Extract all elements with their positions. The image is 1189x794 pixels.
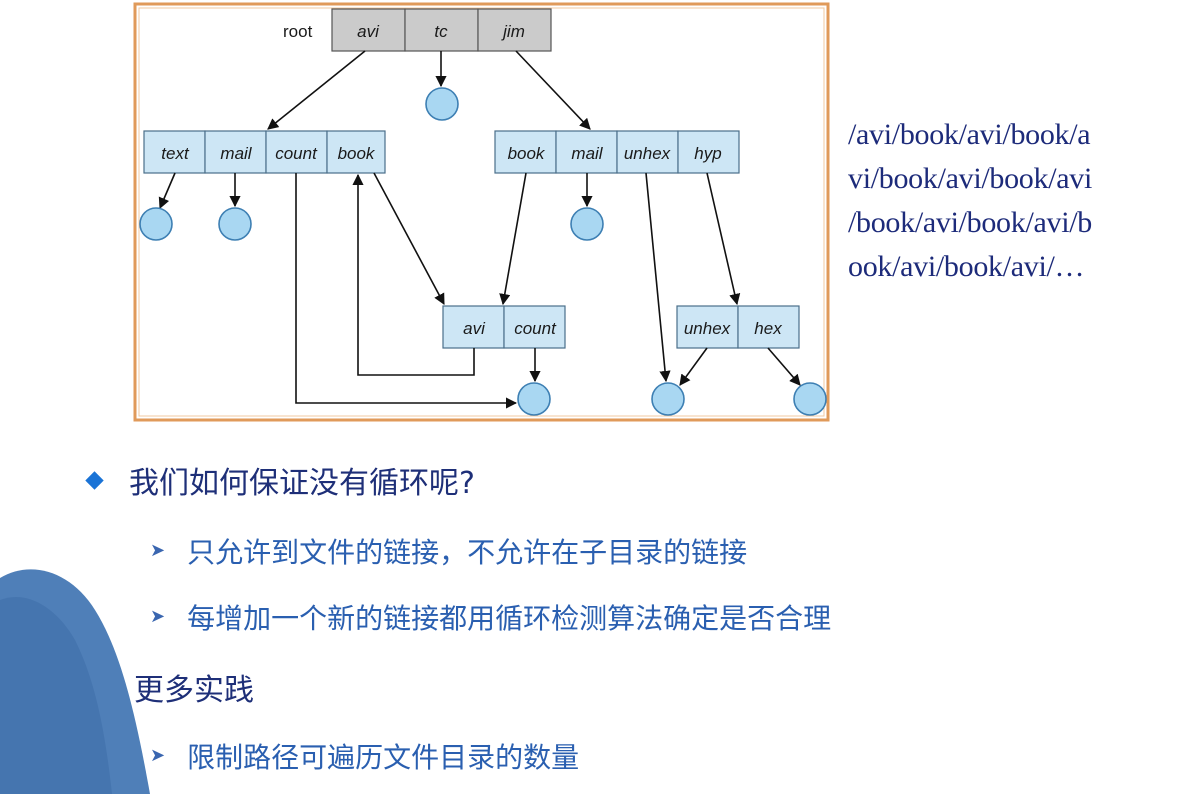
edge-count-left — [295, 173, 518, 409]
book-directory-node: avi count — [442, 305, 566, 349]
path-line: /book/avi/book/avi/b — [848, 206, 1092, 239]
heading-text: 更多实践 — [134, 673, 254, 708]
cell-label: avi — [463, 319, 486, 338]
cell-label: tc — [434, 22, 448, 41]
sub-bullet: ➤ 限制路径可遍历文件目录的数量 — [150, 736, 579, 776]
edge-jim — [515, 50, 591, 130]
edge-hex — [767, 347, 801, 386]
cell-label: mail — [571, 144, 603, 163]
edge-text — [158, 172, 176, 210]
file-leaf-node — [139, 207, 173, 241]
cell-label: unhex — [624, 144, 671, 163]
edge-avi — [267, 50, 366, 130]
path-line: vi/book/avi/book/avi — [848, 162, 1092, 195]
file-leaf-node — [651, 382, 685, 416]
sub-bullet: ➤ 每增加一个新的链接都用循环检测算法确定是否合理 — [150, 597, 831, 637]
root-label: root — [283, 22, 313, 41]
bullet-question: 我们如何保证没有循环呢? — [85, 458, 475, 502]
chevron-right-icon: ➤ — [150, 540, 166, 561]
bullet-text: 限制路径可遍历文件目录的数量 — [187, 741, 580, 774]
cell-label: mail — [220, 144, 252, 163]
edge-hyp — [706, 172, 741, 306]
edge-book-left — [373, 172, 445, 305]
hyp-directory-node: unhex hex — [676, 305, 800, 349]
chevron-right-icon: ➤ — [150, 606, 166, 627]
presenter-video-overlay — [0, 569, 150, 794]
cell-label: hyp — [694, 144, 721, 163]
cell-label: count — [514, 319, 557, 338]
cell-label: text — [161, 144, 190, 163]
edge-unhex-hyp — [679, 347, 708, 386]
diagram-frame — [133, 2, 830, 422]
cell-label: avi — [357, 22, 380, 41]
file-leaf-node — [218, 207, 252, 241]
avi-directory-node: text mail count book — [143, 130, 386, 174]
file-leaf-node — [425, 87, 459, 121]
cell-label: count — [275, 144, 318, 163]
edge-avi-back-to-book — [352, 173, 475, 376]
section-heading: 更多实践 — [134, 665, 254, 709]
bullet-text: 每增加一个新的链接都用循环检测算法确定是否合理 — [187, 602, 832, 635]
path-line: ook/avi/book/avi/… — [848, 250, 1085, 283]
cell-label: hex — [754, 319, 782, 338]
cell-label: unhex — [684, 319, 731, 338]
file-leaf-node — [793, 382, 827, 416]
directory-graph-diagram: root avi tc jim text mail count book boo… — [133, 2, 830, 422]
chevron-right-icon: ➤ — [150, 745, 166, 766]
cell-label: jim — [501, 22, 525, 41]
root-directory-node: avi tc jim — [331, 8, 552, 52]
file-leaf-node — [570, 207, 604, 241]
edge-book-right — [499, 172, 527, 306]
cell-label: book — [508, 144, 546, 163]
bullet-text: 只允许到文件的链接，不允许在子目录的链接 — [187, 536, 748, 569]
path-line: /avi/book/avi/book/a — [848, 118, 1091, 151]
sub-bullet: ➤ 只允许到文件的链接，不允许在子目录的链接 — [150, 531, 747, 571]
file-leaf-node — [517, 382, 551, 416]
cell-label: book — [338, 144, 376, 163]
edge-unhex-right — [645, 172, 671, 383]
jim-directory-node: book mail unhex hyp — [494, 130, 740, 174]
bullet-text: 我们如何保证没有循环呢? — [129, 466, 475, 501]
diamond-bullet-icon — [85, 470, 104, 490]
